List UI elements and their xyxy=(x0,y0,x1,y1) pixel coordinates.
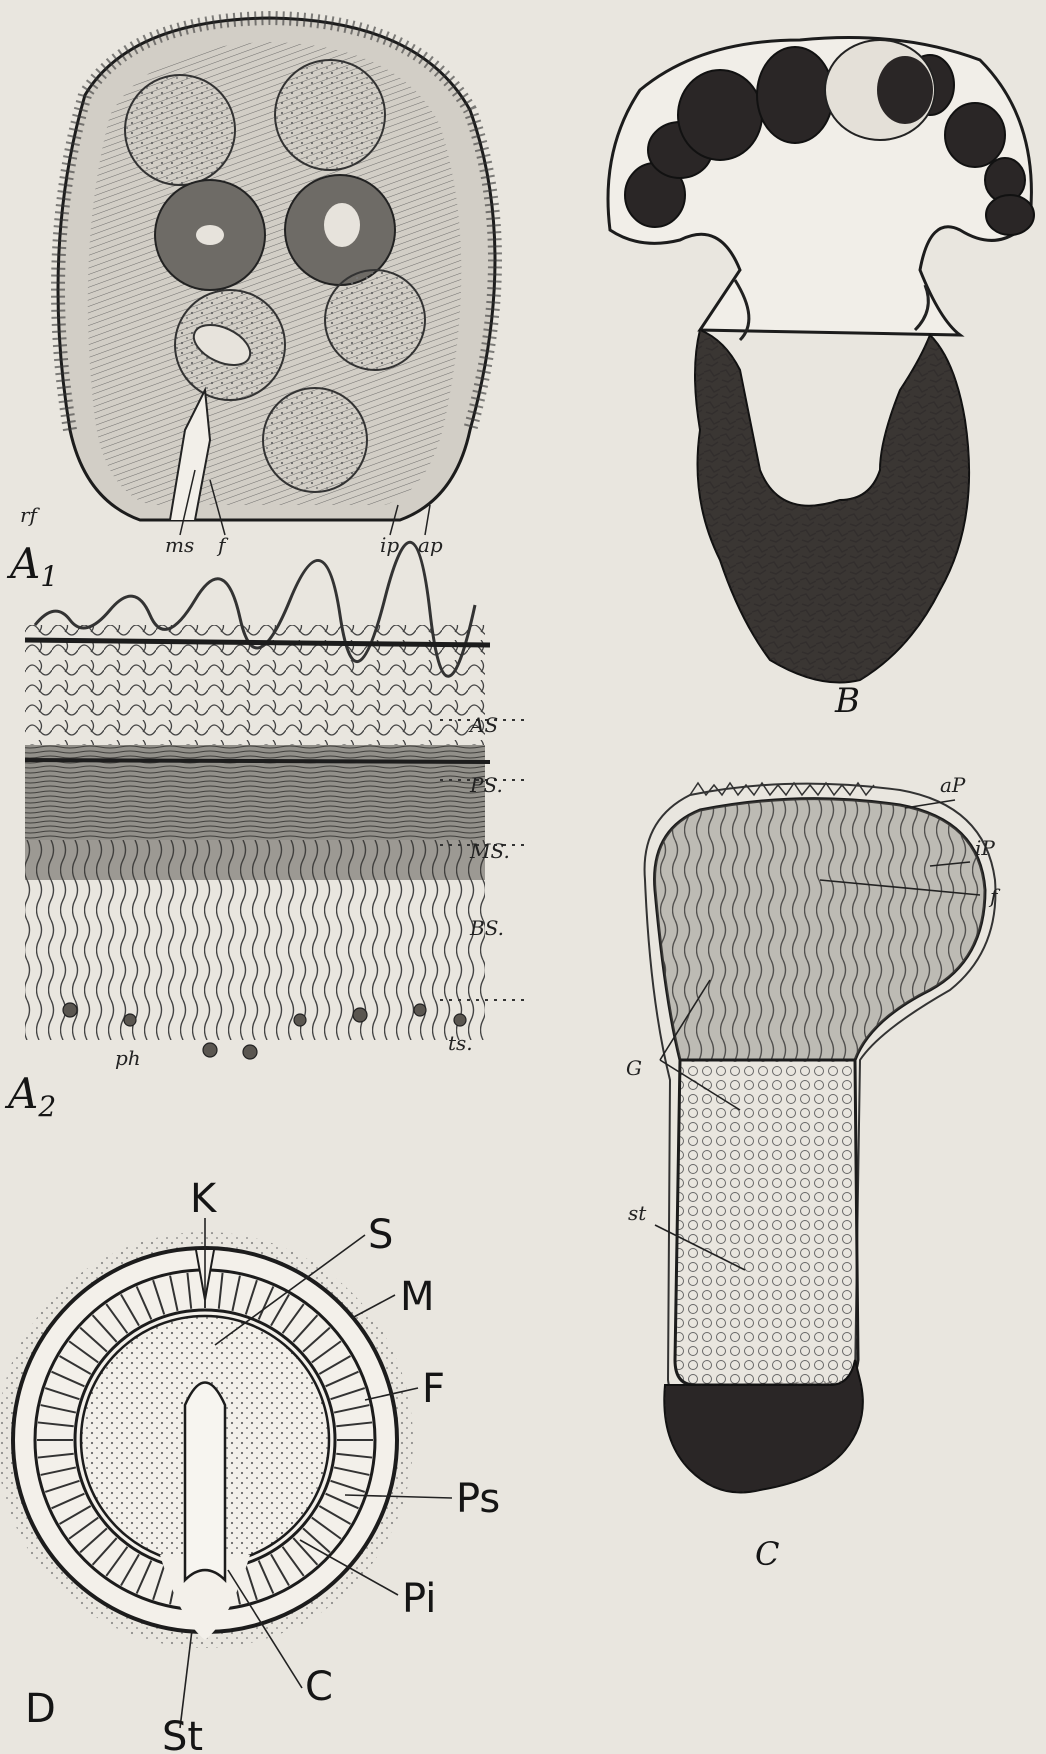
figure-b xyxy=(608,38,1034,683)
a1-label-rf: rf xyxy=(20,503,41,527)
a2-label-ps: PS. xyxy=(469,773,503,797)
figure-c xyxy=(645,783,996,1493)
c-label-g: G xyxy=(626,1056,642,1080)
a2-label-ts: ts. xyxy=(448,1031,473,1055)
a1-label-ms: ms xyxy=(165,533,194,557)
a1-chamber xyxy=(275,60,385,170)
d-label-ps: Ps xyxy=(456,1476,500,1522)
a2-basidia-shade xyxy=(25,840,485,880)
d-label-pi: Pi xyxy=(402,1576,436,1622)
a1-chamber xyxy=(125,75,235,185)
figure-label-b: B xyxy=(834,681,860,721)
a2-label-bs: BS. xyxy=(469,916,504,940)
d-label-s: S xyxy=(368,1212,393,1258)
a2-label-as: AS xyxy=(468,713,498,737)
c-gleba-shade xyxy=(655,799,985,1060)
a2-label-sub: 2 xyxy=(37,1090,56,1123)
figure-a1 xyxy=(58,18,495,535)
d-label-st: St xyxy=(162,1714,203,1754)
a1-chamber-core xyxy=(196,225,224,245)
c-label-ip: iP xyxy=(975,836,995,860)
c-label-f: f xyxy=(988,884,1001,908)
d-label-c: C xyxy=(305,1664,333,1710)
figure-d xyxy=(0,1218,452,1728)
a1-leader xyxy=(425,505,430,535)
a1-chamber xyxy=(325,270,425,370)
b-base-texture xyxy=(695,330,969,683)
figure-label-d: D xyxy=(25,1686,56,1732)
a1-chamber xyxy=(263,388,367,492)
c-label-st: st xyxy=(628,1201,647,1225)
a1-label-f: f xyxy=(216,533,229,557)
a2-label-ms: MS. xyxy=(469,839,510,863)
a2-label-ph: ph xyxy=(115,1046,141,1070)
a1-label-ap: ap xyxy=(418,533,443,557)
a1-chamber-core xyxy=(324,203,360,247)
figure-a2 xyxy=(25,542,525,1059)
a1-label-ip: ip xyxy=(380,533,399,557)
figure-label-a1: A1 xyxy=(6,539,58,593)
figure-label-a2: A2 xyxy=(4,1069,56,1123)
b-peridiole xyxy=(877,56,933,124)
d-label-k: K xyxy=(190,1176,218,1222)
c-stalk xyxy=(675,1060,858,1385)
figure-label-c: C xyxy=(755,1535,779,1573)
a1-label-sub: 1 xyxy=(40,560,58,593)
c-base-texture xyxy=(664,1380,863,1493)
a2-dark-line xyxy=(25,760,490,762)
d-label-m: M xyxy=(400,1274,435,1320)
d-central-column xyxy=(185,1383,225,1581)
d-label-f: F xyxy=(422,1366,445,1412)
c-label-ap: aP xyxy=(940,773,966,797)
